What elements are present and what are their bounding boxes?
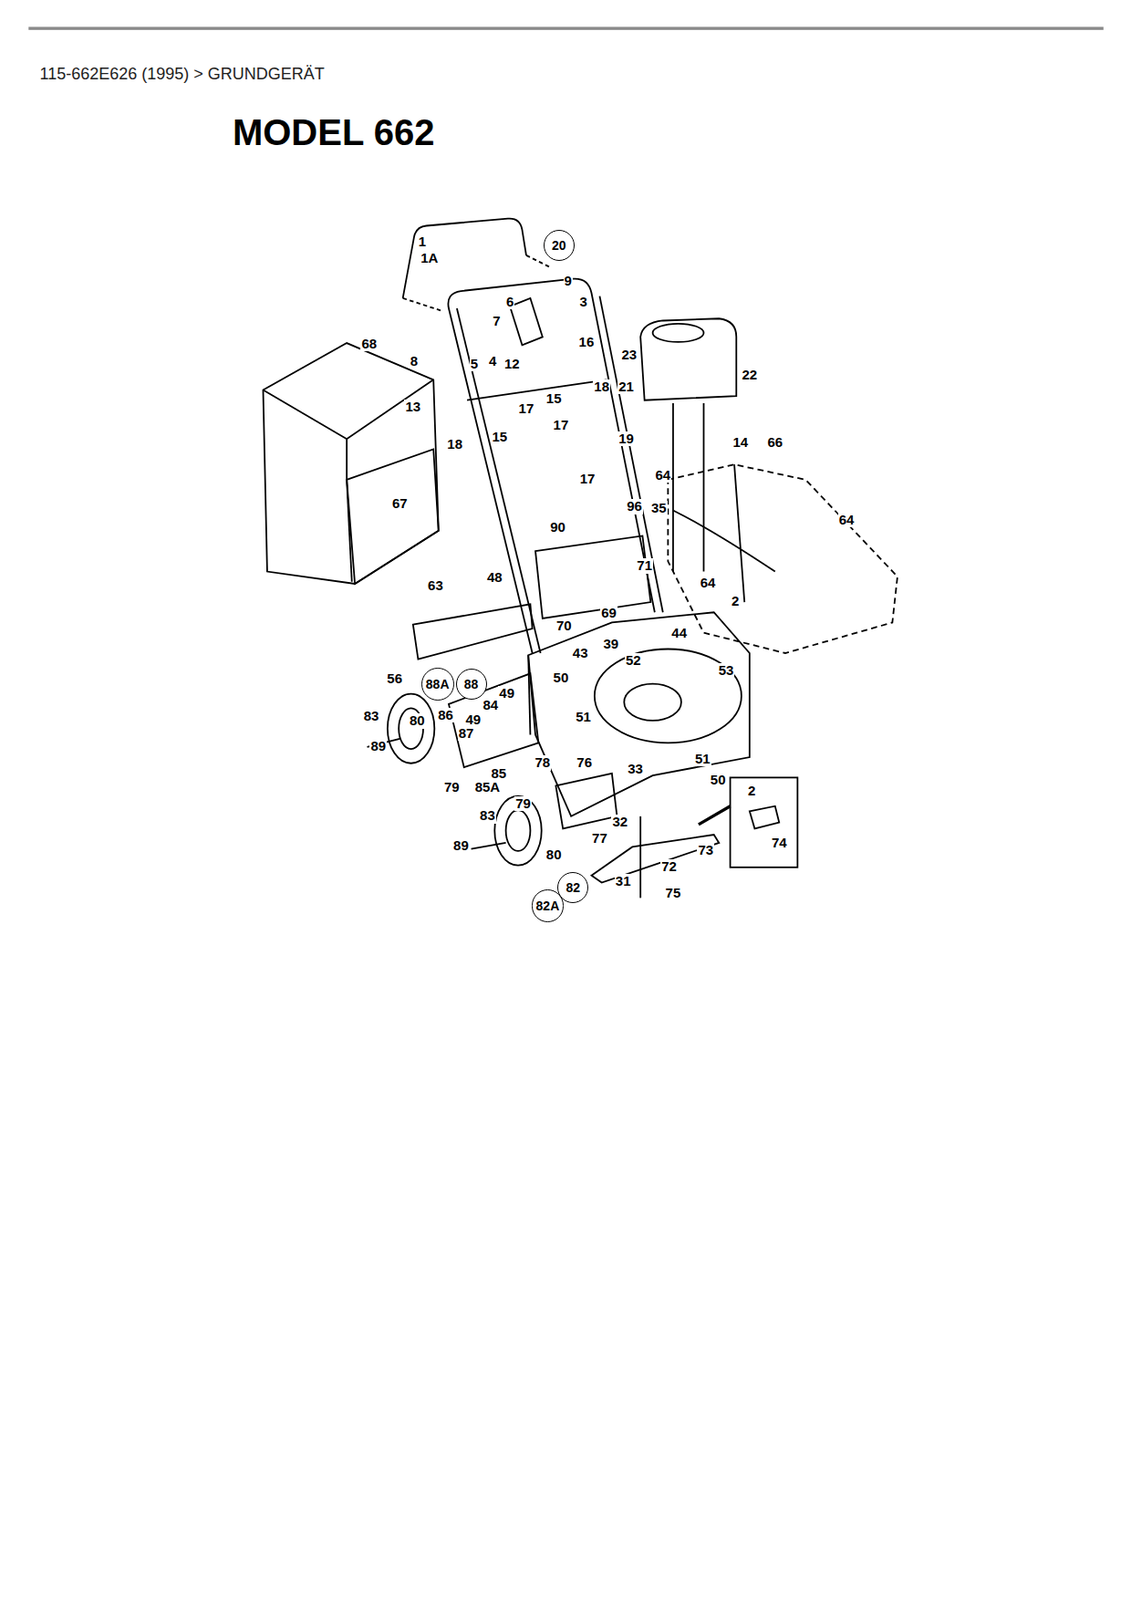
callout-number: 82 bbox=[566, 880, 582, 895]
callout-number: 22 bbox=[740, 367, 758, 384]
callout-number: 87 bbox=[457, 726, 476, 742]
callout-number: 53 bbox=[717, 663, 736, 679]
callout-number: 67 bbox=[391, 496, 409, 512]
callout-number: 21 bbox=[617, 379, 635, 395]
callout-number: 39 bbox=[601, 636, 620, 653]
callout-number: 15 bbox=[491, 429, 509, 446]
page-header: 115-662E626 (1995) > GRUNDGERÄT bbox=[38, 65, 325, 84]
callout-number: 3 bbox=[578, 294, 588, 311]
callout-number: 85A bbox=[474, 779, 502, 796]
callout-number: 48 bbox=[486, 570, 504, 586]
callout-number: 18 bbox=[592, 379, 611, 395]
callout-number: 86 bbox=[436, 707, 455, 724]
callout-number: 43 bbox=[571, 645, 590, 662]
callout-number: 15 bbox=[545, 391, 563, 407]
callout-number: 76 bbox=[575, 755, 593, 771]
callout-number: 75 bbox=[664, 885, 683, 902]
callout-number: 82A bbox=[536, 898, 561, 914]
callout-number: 84 bbox=[481, 697, 499, 714]
callout-number: 9 bbox=[563, 273, 573, 290]
callout-number: 70 bbox=[555, 618, 573, 634]
callout-number: 16 bbox=[578, 334, 596, 351]
callout-number: 35 bbox=[650, 500, 668, 517]
callout-number: 89 bbox=[369, 738, 387, 755]
callout-number: 96 bbox=[625, 498, 644, 515]
callout-number: 19 bbox=[617, 431, 635, 447]
callout-number: 1A bbox=[419, 250, 439, 267]
callout-number: 88 bbox=[464, 676, 479, 692]
callout-number: 80 bbox=[545, 847, 563, 863]
callout-number: 17 bbox=[579, 471, 597, 488]
callout-number: 68 bbox=[360, 336, 378, 353]
callout-number: 79 bbox=[443, 779, 461, 796]
callout-number: 77 bbox=[591, 830, 609, 847]
callout-number: 32 bbox=[611, 814, 629, 831]
callout-number: 73 bbox=[696, 842, 715, 859]
callout-number: 49 bbox=[498, 685, 516, 702]
callout-number: 14 bbox=[731, 435, 749, 451]
callout-number: 63 bbox=[426, 578, 445, 594]
callout-number: 51 bbox=[694, 751, 712, 768]
callout-number: 69 bbox=[600, 605, 618, 622]
callout-number: 64 bbox=[699, 575, 717, 592]
callout-number: 20 bbox=[551, 238, 567, 253]
callout-number: 2 bbox=[730, 593, 740, 610]
callout-number: 4 bbox=[487, 353, 498, 370]
callout-number: 88A bbox=[425, 676, 450, 692]
callout-number: 79 bbox=[514, 796, 532, 812]
callout-number: 80 bbox=[408, 713, 426, 729]
callout-number: 90 bbox=[549, 519, 567, 536]
callout-number: 23 bbox=[621, 347, 639, 364]
callout-number: 1 bbox=[417, 234, 427, 250]
model-title: MODEL 662 bbox=[232, 114, 436, 151]
callout-number: 78 bbox=[533, 755, 551, 771]
callout-number: 31 bbox=[614, 873, 633, 890]
callout-number: 13 bbox=[404, 399, 422, 416]
callout-number: 50 bbox=[709, 772, 727, 789]
callout-number: 72 bbox=[660, 859, 678, 875]
callout-number: 12 bbox=[503, 356, 521, 373]
callout-number: 5 bbox=[469, 356, 479, 373]
callout-number: 71 bbox=[635, 558, 654, 574]
callout-circle: 20 bbox=[543, 229, 575, 261]
callout-number: 64 bbox=[653, 467, 672, 484]
callout-number: 56 bbox=[385, 671, 404, 687]
callout-number: 83 bbox=[363, 708, 381, 725]
callout-number: 17 bbox=[518, 401, 536, 417]
callout-number: 64 bbox=[838, 512, 856, 529]
callout-number: 6 bbox=[505, 294, 515, 311]
callout-number: 8 bbox=[409, 353, 419, 370]
callout-number: 7 bbox=[491, 313, 501, 330]
callout-number: 50 bbox=[552, 670, 571, 686]
callout-circle: 88A bbox=[421, 667, 455, 701]
callout-number: 17 bbox=[552, 417, 571, 434]
callout-number: 33 bbox=[626, 761, 644, 778]
callout-number: 18 bbox=[446, 436, 464, 453]
callout-number: 83 bbox=[478, 808, 497, 824]
callout-number: 51 bbox=[574, 709, 592, 726]
callout-number: 89 bbox=[452, 838, 470, 854]
callout-number: 44 bbox=[670, 625, 688, 642]
callout-circle: 88 bbox=[456, 668, 488, 700]
callout-number: 2 bbox=[747, 783, 757, 799]
callout-number: 74 bbox=[770, 835, 789, 851]
callout-circle: 82A bbox=[531, 889, 565, 923]
callout-number: 66 bbox=[766, 435, 784, 451]
callout-number: 52 bbox=[624, 653, 643, 669]
